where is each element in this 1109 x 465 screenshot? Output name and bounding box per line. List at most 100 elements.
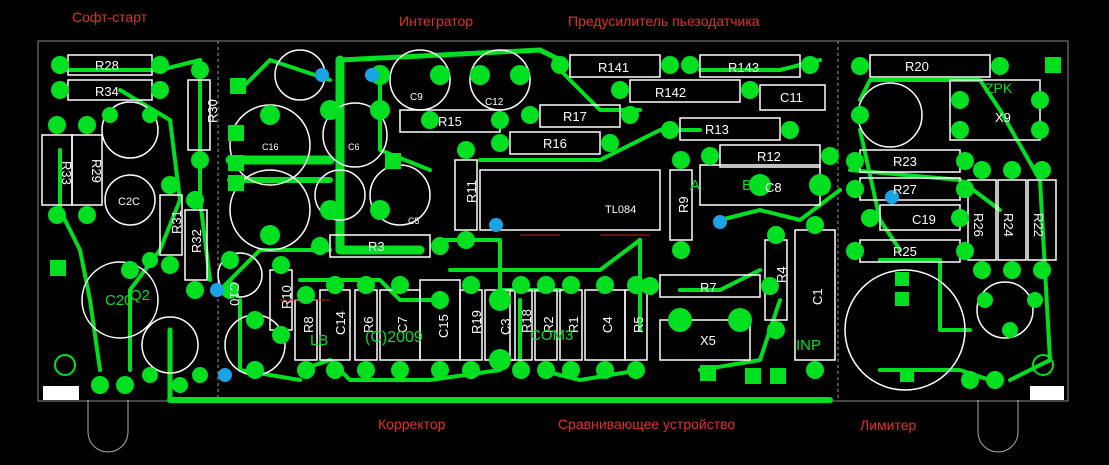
silk-r3: R3 <box>368 239 385 254</box>
pads <box>43 56 1064 400</box>
label-corrector: Корректор <box>378 416 446 432</box>
silk-r12: R12 <box>757 149 781 164</box>
capacitor-outline <box>322 102 388 168</box>
resistor-r29-outline <box>71 134 103 206</box>
resistor-r13-outline <box>679 117 781 141</box>
resistor-r17-outline <box>539 104 621 128</box>
silk-r11: R11 <box>464 180 479 203</box>
resistor-r22-outline <box>1027 179 1057 261</box>
transistor-outline <box>976 281 1034 339</box>
connector-x9-outline <box>949 79 1041 141</box>
silk-zpk: ZPK <box>985 80 1013 96</box>
sensor-outline-left <box>87 400 129 453</box>
silk-r30: R30 <box>205 99 220 123</box>
silk-r142: R142 <box>655 85 686 100</box>
label-integrator: Интегратор <box>399 13 474 29</box>
silk-c10: C10 <box>227 282 242 306</box>
silk-tl084: TL084 <box>605 204 636 216</box>
resistor-r16-outline <box>509 131 601 155</box>
silk-r143: R143 <box>728 60 759 75</box>
silk-r34: R34 <box>95 84 119 99</box>
capacitor-c2-outline <box>101 101 159 159</box>
capacitor-c10-outline <box>217 252 263 298</box>
silk-c15: C15 <box>436 314 451 338</box>
silk-r27: R27 <box>893 182 917 197</box>
square-pads <box>50 57 1061 384</box>
label-comparator: Сравнивающее устройство <box>558 416 736 432</box>
transistor-q2-outline <box>141 316 199 374</box>
capacitor-c11-outline <box>759 84 826 111</box>
label-limiter: Лимитер <box>860 417 917 433</box>
transistor-outline <box>104 174 156 226</box>
resistor-r3-outline <box>329 234 431 258</box>
silk-c14: C14 <box>333 311 348 335</box>
silk-q2: Q2 <box>130 287 150 304</box>
silk-r7: R7 <box>700 280 717 295</box>
silk-c2c: C2C <box>118 196 140 208</box>
silk-r2: R2 <box>541 316 556 333</box>
silk-r33: R33 <box>59 161 74 185</box>
silk-r29: R29 <box>89 159 104 183</box>
silk-r1: R1 <box>566 316 581 333</box>
silk-r9: R9 <box>676 196 691 213</box>
silk-c1: C1 <box>810 288 825 305</box>
silk-x9: X9 <box>995 110 1011 125</box>
resistor-r24-outline <box>997 179 1027 261</box>
resistor-r143-outline <box>699 54 801 78</box>
silk-x5: X5 <box>700 333 716 348</box>
silk-c20: C20 <box>105 292 133 309</box>
copper-tracks <box>58 47 1052 403</box>
silk-r5: R5 <box>631 316 646 333</box>
silk-r141: R141 <box>598 60 629 75</box>
resistor-r30-outline <box>187 79 211 151</box>
silk-c16: C16 <box>262 142 279 152</box>
silk-c9: C9 <box>410 92 423 103</box>
silk-r6: R6 <box>361 316 376 333</box>
silk-c6: C6 <box>348 142 360 152</box>
silk-r23: R23 <box>893 154 917 169</box>
silk-com3: COM3 <box>530 327 573 344</box>
resistor-r7-outline <box>659 274 761 298</box>
silk-r15: R15 <box>438 114 462 129</box>
label-soft-start: Софт-старт <box>72 9 148 25</box>
silk-letter-b: B <box>742 177 752 194</box>
capacitor-large-outline <box>844 269 966 391</box>
silk-r22: R22 <box>1031 213 1046 237</box>
silk-c7: C7 <box>395 316 410 333</box>
silk-r8: R8 <box>301 316 316 333</box>
silk-c4: C4 <box>600 316 615 333</box>
silk-r24: R24 <box>1001 213 1016 237</box>
silk-c11: C11 <box>780 90 803 105</box>
silk-r17: R17 <box>563 109 587 124</box>
silk-r18: R18 <box>519 309 534 333</box>
silk-c8: C8 <box>765 180 782 195</box>
sensor-outline-right <box>977 400 1019 453</box>
silk-copyright: (C)2009 <box>365 329 423 346</box>
silk-c12: C12 <box>485 97 504 108</box>
label-preamp: Предусилитель пьезодатчика <box>568 13 760 29</box>
silk-c5: C5 <box>408 216 420 226</box>
resistor-r142-outline <box>629 79 741 103</box>
silk-r32: R32 <box>189 229 204 253</box>
silk-r10: R10 <box>279 285 294 309</box>
capacitor-c6-outline <box>229 169 311 251</box>
ic-tl084-outline <box>479 169 661 231</box>
resistor-r9-outline <box>669 169 693 241</box>
highlighted-pads <box>210 68 899 382</box>
silk-r28: R28 <box>95 58 119 73</box>
silk-inp: INP <box>796 337 821 354</box>
resistor-r20-outline <box>869 54 991 78</box>
silk-r25: R25 <box>893 244 917 259</box>
mounting-pads <box>43 354 1064 400</box>
silk-r19: R19 <box>469 310 484 334</box>
connector-x5-outline <box>659 319 751 361</box>
resistor-r31-outline <box>159 194 183 256</box>
silkscreen-labels: R28 R34 R30 R33 R29 C2C R31 R32 C20 Q2 C… <box>59 58 1046 354</box>
silk-r4: R4 <box>774 266 789 283</box>
resistor-r12-outline <box>719 144 821 168</box>
silk-c19: C19 <box>912 212 936 227</box>
silk-r20: R20 <box>905 59 929 74</box>
silk-lb: LB <box>310 332 328 349</box>
